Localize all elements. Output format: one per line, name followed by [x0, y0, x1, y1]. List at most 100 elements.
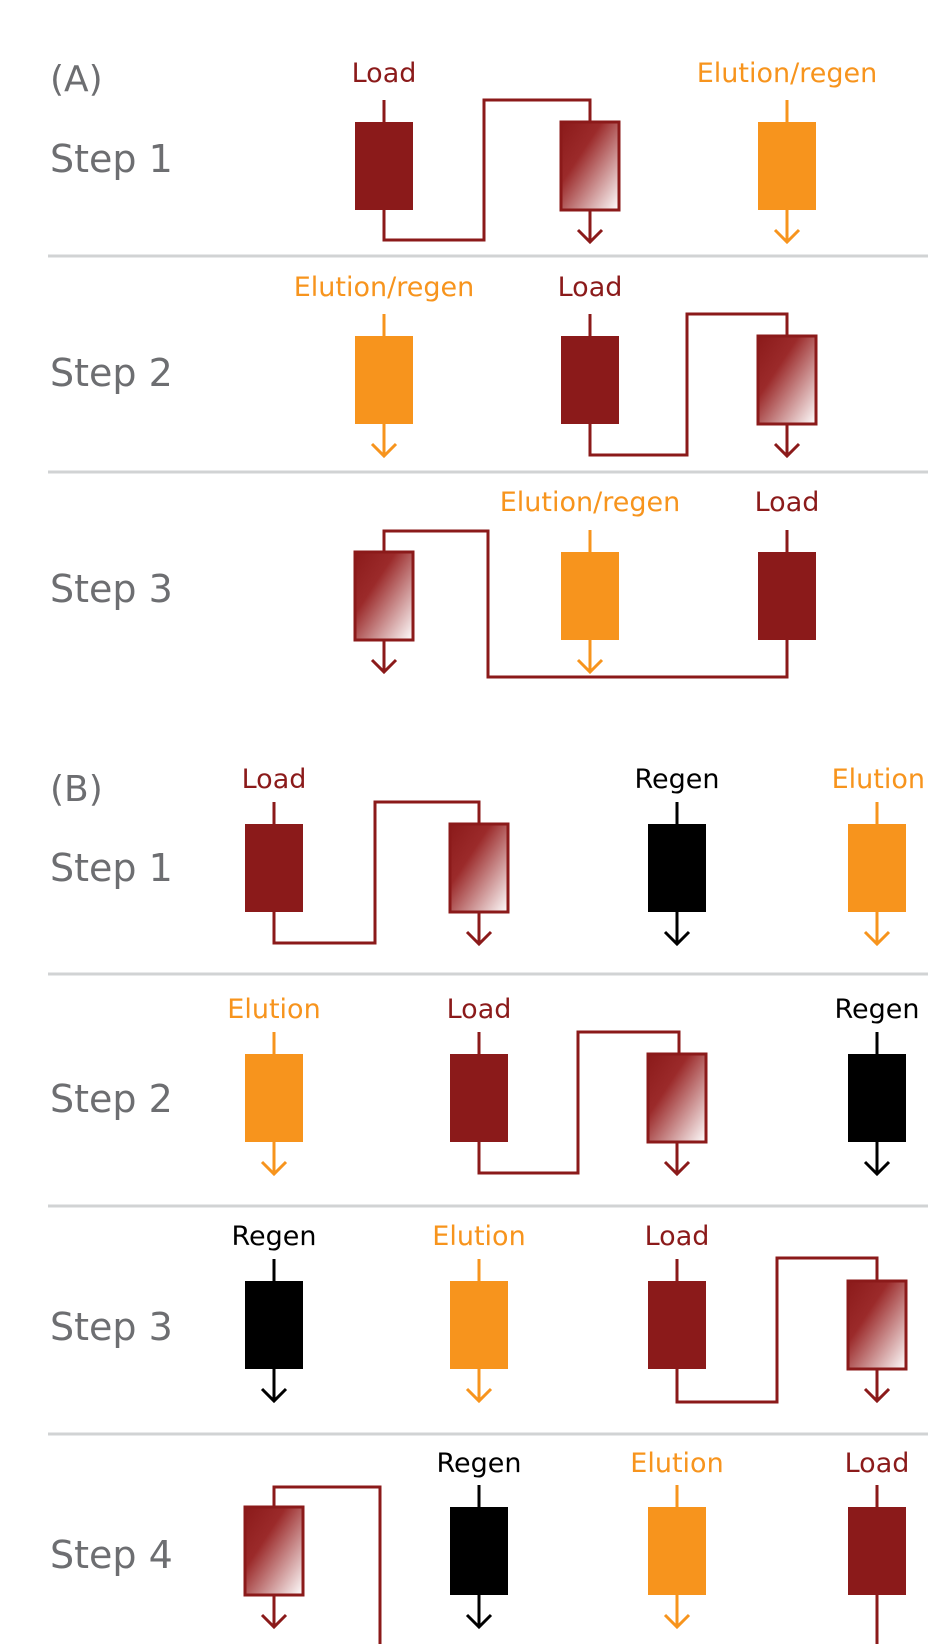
down-arrow-icon [576, 658, 604, 675]
panel-b-step-4-column-1-loaded [243, 1505, 305, 1630]
panel-b-step-3-label: Step 3 [50, 1305, 173, 1349]
panel-b-step-3-column-4-loaded [846, 1279, 908, 1404]
panel-a-step-1-connector [382, 98, 592, 242]
panel-b-step-4-column-1-body [243, 1505, 305, 1597]
down-arrow-icon [663, 1613, 691, 1630]
panel-b-step-4-column-4-load: Load [845, 1448, 910, 1595]
panel-b-step-1-connector [272, 800, 481, 945]
panel-a-step-2-column-2-label: Load [558, 272, 623, 303]
panel-b-step-1-column-2-loaded [448, 822, 510, 947]
panel-b-step-1-column-3-label: Regen [634, 764, 719, 795]
down-arrow-icon [260, 1613, 288, 1630]
panel-b-step-4-column-3-elution: Elution [630, 1448, 724, 1630]
panel-a-step-3-column-1-loaded [353, 550, 415, 675]
down-arrow-icon [773, 442, 801, 459]
panel-a-step-2-column-3-loaded [756, 334, 818, 459]
panel-b-step-1-column-1-label: Load [242, 764, 307, 795]
panel-b-step-4-column-3-body [648, 1507, 706, 1595]
panel-a-step-1-column-3-label: Elution/regen [697, 58, 877, 89]
down-arrow-icon [576, 228, 604, 245]
panel-b-step-3-column-4-body [846, 1279, 908, 1371]
down-arrow-icon [773, 228, 801, 245]
panel-b-step-2-column-3-loaded [646, 1052, 708, 1177]
panel-a-step-3-column-3-load: Load [755, 487, 820, 640]
panel-b-step-4-column-4-label: Load [845, 1448, 910, 1479]
panel-a-step-1-column-2-loaded [559, 120, 621, 245]
down-arrow-icon [863, 1160, 891, 1177]
down-arrow-icon [863, 1387, 891, 1404]
panel-b-step-1-label: Step 1 [50, 846, 173, 890]
panel-b-step-1-column-1-body [245, 824, 303, 912]
panel-b-step-1-column-4-body [848, 824, 906, 912]
panel-b-step-2-column-2-label: Load [447, 994, 512, 1025]
panel-b-step-3-connector [675, 1256, 879, 1404]
panel-b-step-2-column-4-body [848, 1054, 906, 1142]
panel-a-step-3-column-3-body [758, 552, 816, 640]
panel-b-step-2-connector [477, 1030, 681, 1175]
down-arrow-icon [663, 930, 691, 947]
panel-b-step-4-column-3-label: Elution [630, 1448, 723, 1479]
step-dividers [48, 254, 928, 1436]
panel-b-step-2-column-4-regen: Regen [834, 994, 920, 1177]
down-arrow-icon [465, 1387, 493, 1404]
panel-a-step-3-connector [382, 529, 789, 679]
panel-b-step-3-column-3-body [648, 1281, 706, 1369]
panel-b-step-1-column-4-label: Elution [832, 764, 925, 795]
panel-b-step-4-column-2-label: Regen [436, 1448, 521, 1479]
panel-a-step-2-column-3-body [756, 334, 818, 426]
panel-b-step-1-column-4-elution: Elution [832, 764, 925, 947]
panel-a-step-2-column-1-label: Elution/regen [294, 272, 474, 303]
panel-a-step-2-column-1-elution: Elution/regen [294, 272, 474, 459]
down-arrow-icon [370, 442, 398, 459]
panel-b-step-1-column-3-body [648, 824, 706, 912]
down-arrow-icon [260, 1160, 288, 1177]
panel-b-step-2-label: Step 2 [50, 1077, 173, 1121]
panel-a-step-3-column-3-label: Load [755, 487, 820, 518]
panel-a-step-3-column-2-label: Elution/regen [500, 487, 680, 518]
panel-b-step-3-column-2-elution: Elution [432, 1221, 526, 1404]
panel-b-step-4-column-4-body [848, 1507, 906, 1595]
panel-b-step-4-label: Step 4 [50, 1533, 173, 1577]
panel-b-step-4-column-2-regen: Regen [436, 1448, 522, 1630]
panel-b-step-2-column-2-load: Load [447, 994, 512, 1142]
panel-b-step-3-column-1-regen: Regen [231, 1221, 317, 1404]
panel-b-step-1-column-1-load: Load [242, 764, 307, 912]
down-arrow-icon [260, 1387, 288, 1404]
panel-a-step-3-column-2-body [561, 552, 619, 640]
panel-b-step-2-column-1-body [245, 1054, 303, 1142]
panel-b-step-1-column-3-regen: Regen [634, 764, 720, 947]
panel-a-step-3-column-1-body [353, 550, 415, 642]
panel-a-step-3-label: Step 3 [50, 567, 173, 611]
down-arrow-icon [863, 930, 891, 947]
panel-a-step-1-column-3-elution: Elution/regen [697, 58, 877, 245]
panel-b-step-3-column-3-label: Load [645, 1221, 710, 1252]
panel-b-step-3-column-1-label: Regen [231, 1221, 316, 1252]
panel-b-step-2-column-2-body [450, 1054, 508, 1142]
panel-a-step-2-connector [588, 312, 789, 457]
panel-a-step-1-column-3-body [758, 122, 816, 210]
panel-a-step-1-column-1-body [355, 122, 413, 210]
panel-b-step-2-column-1-elution: Elution [227, 994, 321, 1177]
down-arrow-icon [465, 930, 493, 947]
panel-b-step-3-column-2-label: Elution [432, 1221, 525, 1252]
panel-b-step-3-column-1-body [245, 1281, 303, 1369]
panel-b-step-2-column-3-body [646, 1052, 708, 1144]
panel-b-step-2-column-1-label: Elution [227, 994, 320, 1025]
panel-b-step-2-column-4-label: Regen [834, 994, 919, 1025]
panel-a-step-1-column-2-body [559, 120, 621, 212]
panel-b-step-1-column-2-body [448, 822, 510, 914]
panel-b-label: (B) [50, 769, 103, 810]
panel-a-step-1-column-1-load: Load [352, 58, 416, 210]
flow-connectors [272, 98, 879, 1644]
panel-a-step-2-column-2-load: Load [558, 272, 623, 424]
down-arrow-icon [370, 658, 398, 675]
panel-b-step-3-column-3-load: Load [645, 1221, 710, 1369]
panel-b-step-4-column-2-body [450, 1507, 508, 1595]
panel-a-step-2-column-2-body [561, 336, 619, 424]
panel-a-step-3-column-2-elution: Elution/regen [500, 487, 680, 675]
panel-a-step-2-column-1-body [355, 336, 413, 424]
down-arrow-icon [465, 1613, 493, 1630]
panel-a-step-1-label: Step 1 [50, 137, 173, 181]
